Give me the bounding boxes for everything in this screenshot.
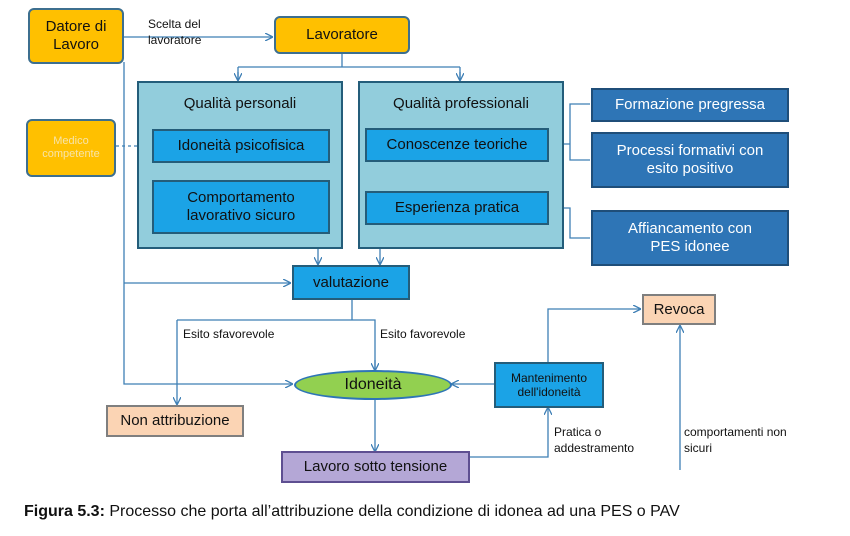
edge-mantenimento-revoca [547,309,640,362]
lavoratore-node: Lavoratore [274,16,410,54]
caption-prefix: Figura 5.3: [24,503,105,520]
medico-label: Medico competente [42,134,100,160]
valutazione-label: valutazione [313,273,389,291]
lavoro-sotto-tensione-node: Lavoro sotto tensione [281,451,470,483]
idoneita-psicofisica-node: Idoneità psicofisica [152,129,330,163]
comportamento-label: Comportamento lavorativo sicuro [186,189,296,224]
mantenimento-node: Mantenimento dell'idoneità [494,362,604,408]
figure-caption: Figura 5.3: Processo che porta all’attri… [24,503,680,521]
datore-di-lavoro-node: Datore di Lavoro [28,8,124,64]
conoscenze-label: Conoscenze teoriche [386,136,528,153]
idoneita-psicofisica-label: Idoneità psicofisica [177,137,305,154]
medico-competente-node: Medico competente [26,119,116,177]
qualita-personali-title: Qualità personali [183,95,297,112]
revoca-node: Revoca [642,294,716,325]
lavoro-label: Lavoro sotto tensione [303,458,448,475]
comportamenti-edge-label: comportamenti non sicuri [684,425,787,455]
revoca-label: Revoca [653,300,705,318]
affiancamento-node: Affiancamento con PES idonee [591,210,789,266]
qualita-professionali-title: Qualità professionali [393,95,529,112]
formazione-pregressa-node: Formazione pregressa [591,88,789,122]
favorevole-edge-label: Esito favorevole [380,327,466,341]
esperienza-label: Esperienza pratica [394,199,520,216]
processi-label: Processi formativi con esito positivo [616,142,764,177]
pratica-edge-label: Pratica o addestramento [554,425,635,455]
sfavorevole-edge-label: Esito sfavorevole [183,327,275,341]
non-attribuzione-node: Non attribuzione [106,405,244,437]
comportamento-node: Comportamento lavorativo sicuro [152,180,330,234]
idoneita-node: Idoneità [294,370,452,400]
edge-datore-down [123,62,292,384]
scelta-edge-label: Scelta del lavoratore [148,17,202,47]
processi-formativi-node: Processi formativi con esito positivo [591,132,789,188]
datore-label: Datore di Lavoro [45,18,107,53]
caption-text: Processo che porta all’attribuzione dell… [104,503,680,520]
lavoratore-label: Lavoratore [306,26,378,43]
edge-lavoro-mantenimento [470,408,548,458]
affiancamento-label: Affiancamento con PES idonee [628,220,752,255]
conoscenze-teoriche-node: Conoscenze teoriche [365,128,549,162]
formazione-label: Formazione pregressa [614,96,766,113]
edge-lavoratore-split [237,53,461,80]
esperienza-pratica-node: Esperienza pratica [365,191,549,225]
idoneita-label: Idoneità [344,376,402,393]
non-attribuzione-label: Non attribuzione [120,412,230,429]
valutazione-node: valutazione [292,265,410,300]
edge-formazione-bracket [569,103,590,161]
edge-valutazione-split [177,300,376,370]
mantenimento-label: Mantenimento dell'idoneità [510,370,588,399]
